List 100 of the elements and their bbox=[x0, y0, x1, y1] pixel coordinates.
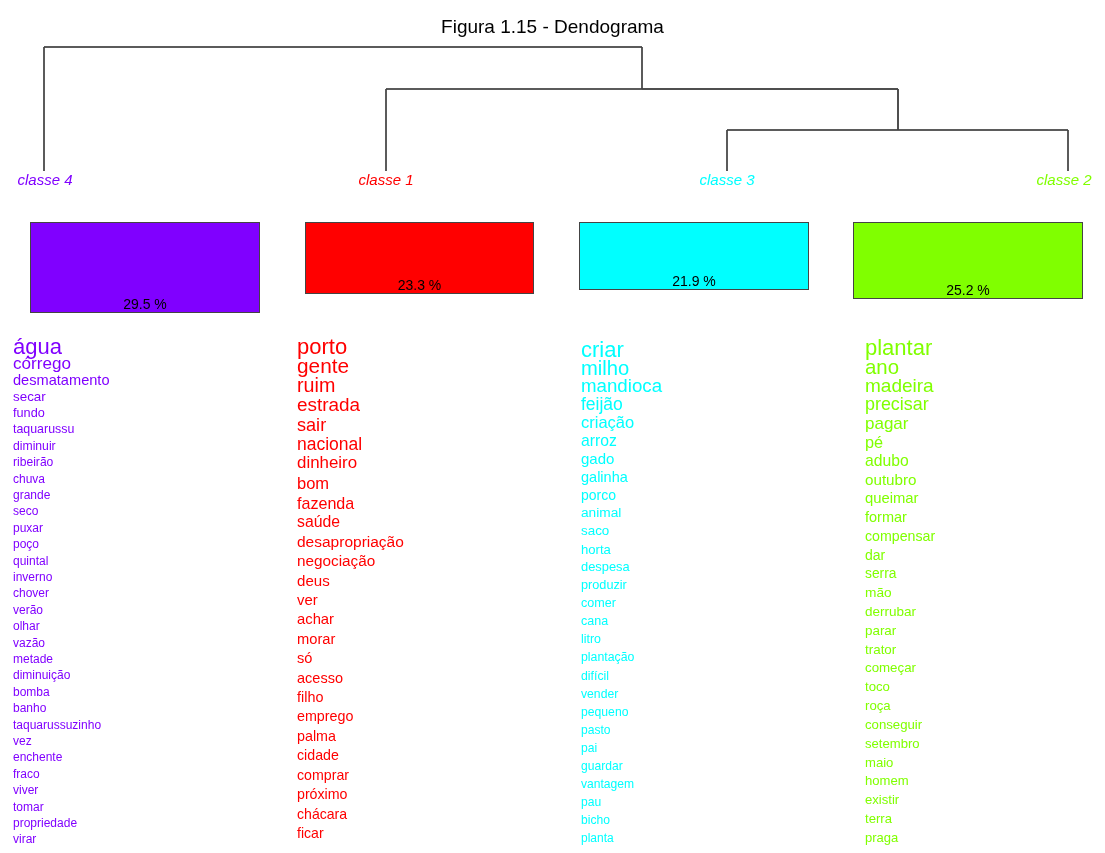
keyword: diminuição bbox=[13, 669, 71, 682]
keyword: fundo bbox=[13, 406, 45, 420]
keyword: metade bbox=[13, 653, 54, 665]
keyword: plantar bbox=[865, 336, 933, 359]
keyword: difícil bbox=[581, 669, 610, 682]
keyword: água bbox=[13, 335, 62, 358]
keyword: pagar bbox=[865, 414, 909, 432]
keyword: palma bbox=[297, 728, 336, 744]
keyword: mão bbox=[865, 585, 892, 600]
class-bar bbox=[579, 222, 809, 290]
keyword: ficar bbox=[297, 826, 324, 841]
keyword: vazão bbox=[13, 636, 46, 649]
keyword: outubro bbox=[865, 472, 917, 488]
keyword: poço bbox=[13, 538, 40, 551]
keyword: taquarussu bbox=[13, 423, 75, 436]
keyword: fazenda bbox=[297, 494, 355, 511]
keyword: banho bbox=[13, 702, 47, 715]
keyword: desapropriação bbox=[297, 533, 404, 550]
keyword: olhar bbox=[13, 620, 40, 633]
keyword: comprar bbox=[297, 767, 350, 783]
keyword: mandioca bbox=[581, 376, 663, 396]
keyword: homem bbox=[865, 774, 909, 788]
keyword: virar bbox=[13, 833, 37, 846]
keyword: gado bbox=[581, 451, 615, 467]
keyword: negociação bbox=[297, 553, 376, 569]
keyword: tomar bbox=[13, 800, 44, 813]
keyword: bom bbox=[297, 475, 330, 492]
keyword: filho bbox=[297, 690, 324, 705]
keyword: praga bbox=[865, 830, 899, 844]
keyword: pau bbox=[581, 796, 602, 809]
keyword: taquarussuzinho bbox=[13, 718, 102, 731]
keyword: acesso bbox=[297, 670, 343, 685]
keyword: animal bbox=[581, 506, 622, 520]
class-bar bbox=[305, 222, 534, 294]
class-label: classe 1 bbox=[345, 171, 427, 189]
percentage-label: 21.9 % bbox=[671, 273, 717, 289]
keyword: precisar bbox=[865, 395, 929, 414]
keyword: próximo bbox=[297, 787, 348, 802]
keyword: chover bbox=[13, 587, 50, 600]
keyword: começar bbox=[865, 661, 916, 675]
class-bar bbox=[30, 222, 260, 313]
keyword: secar bbox=[13, 389, 46, 404]
keyword: formar bbox=[865, 510, 907, 525]
keyword: chácara bbox=[297, 806, 348, 821]
class-label: classe 2 bbox=[1023, 171, 1105, 189]
keyword: desmatamento bbox=[13, 372, 110, 388]
keyword: madeira bbox=[865, 376, 934, 396]
keyword: criação bbox=[581, 414, 635, 431]
keyword: quintal bbox=[13, 554, 49, 567]
keyword: pequeno bbox=[581, 705, 629, 718]
keyword: pé bbox=[865, 434, 884, 451]
keyword: porto bbox=[297, 335, 348, 358]
percentage-label: 29.5 % bbox=[122, 296, 168, 312]
keyword: toco bbox=[865, 680, 890, 694]
keyword: serra bbox=[865, 567, 897, 581]
keyword: despesa bbox=[581, 560, 630, 574]
keyword: propriedade bbox=[13, 817, 78, 829]
percentage-label: 23.3 % bbox=[396, 277, 443, 293]
keyword: queimar bbox=[865, 491, 919, 507]
keyword: saúde bbox=[297, 514, 341, 531]
keyword: adubo bbox=[865, 453, 909, 469]
keyword: achar bbox=[297, 612, 334, 627]
keyword: produzir bbox=[581, 578, 627, 592]
keyword: litro bbox=[581, 633, 601, 646]
keyword: compensar bbox=[865, 529, 936, 544]
keyword: guardar bbox=[581, 760, 623, 773]
keyword: parar bbox=[865, 623, 897, 638]
keyword: plantação bbox=[581, 651, 635, 664]
keyword: bicho bbox=[581, 814, 610, 827]
keyword: pai bbox=[581, 741, 598, 755]
dendrogram-branch bbox=[726, 129, 1069, 172]
keyword: horta bbox=[581, 542, 611, 556]
keyword: cana bbox=[581, 615, 609, 628]
keyword: seco bbox=[13, 505, 39, 518]
keyword: existir bbox=[865, 793, 900, 807]
figure-title: Figura 1.15 - Dendograma bbox=[440, 16, 665, 38]
keyword: inverno bbox=[13, 571, 53, 583]
keyword: dinheiro bbox=[297, 455, 358, 473]
keyword: fraco bbox=[13, 767, 40, 780]
keyword: galinha bbox=[581, 469, 628, 485]
keyword: planta bbox=[581, 832, 614, 845]
keyword: puxar bbox=[13, 521, 44, 534]
keyword: nacional bbox=[297, 435, 363, 454]
keyword: pasto bbox=[581, 723, 611, 736]
keyword: grande bbox=[13, 489, 51, 501]
class-label: classe 3 bbox=[686, 171, 768, 189]
keyword: morar bbox=[297, 631, 336, 647]
keyword: comer bbox=[581, 597, 616, 610]
keyword: ver bbox=[297, 592, 318, 608]
keyword: maio bbox=[865, 755, 894, 769]
keyword: conseguir bbox=[865, 717, 923, 732]
keyword: bomba bbox=[13, 685, 50, 698]
keyword: viver bbox=[13, 784, 39, 797]
keyword: ribeirão bbox=[13, 456, 54, 469]
keyword: roça bbox=[865, 699, 891, 713]
keyword: chuva bbox=[13, 472, 46, 485]
keyword: vender bbox=[581, 687, 619, 700]
keyword: porco bbox=[581, 487, 617, 502]
keyword: arroz bbox=[581, 432, 617, 449]
keyword: emprego bbox=[297, 709, 354, 724]
